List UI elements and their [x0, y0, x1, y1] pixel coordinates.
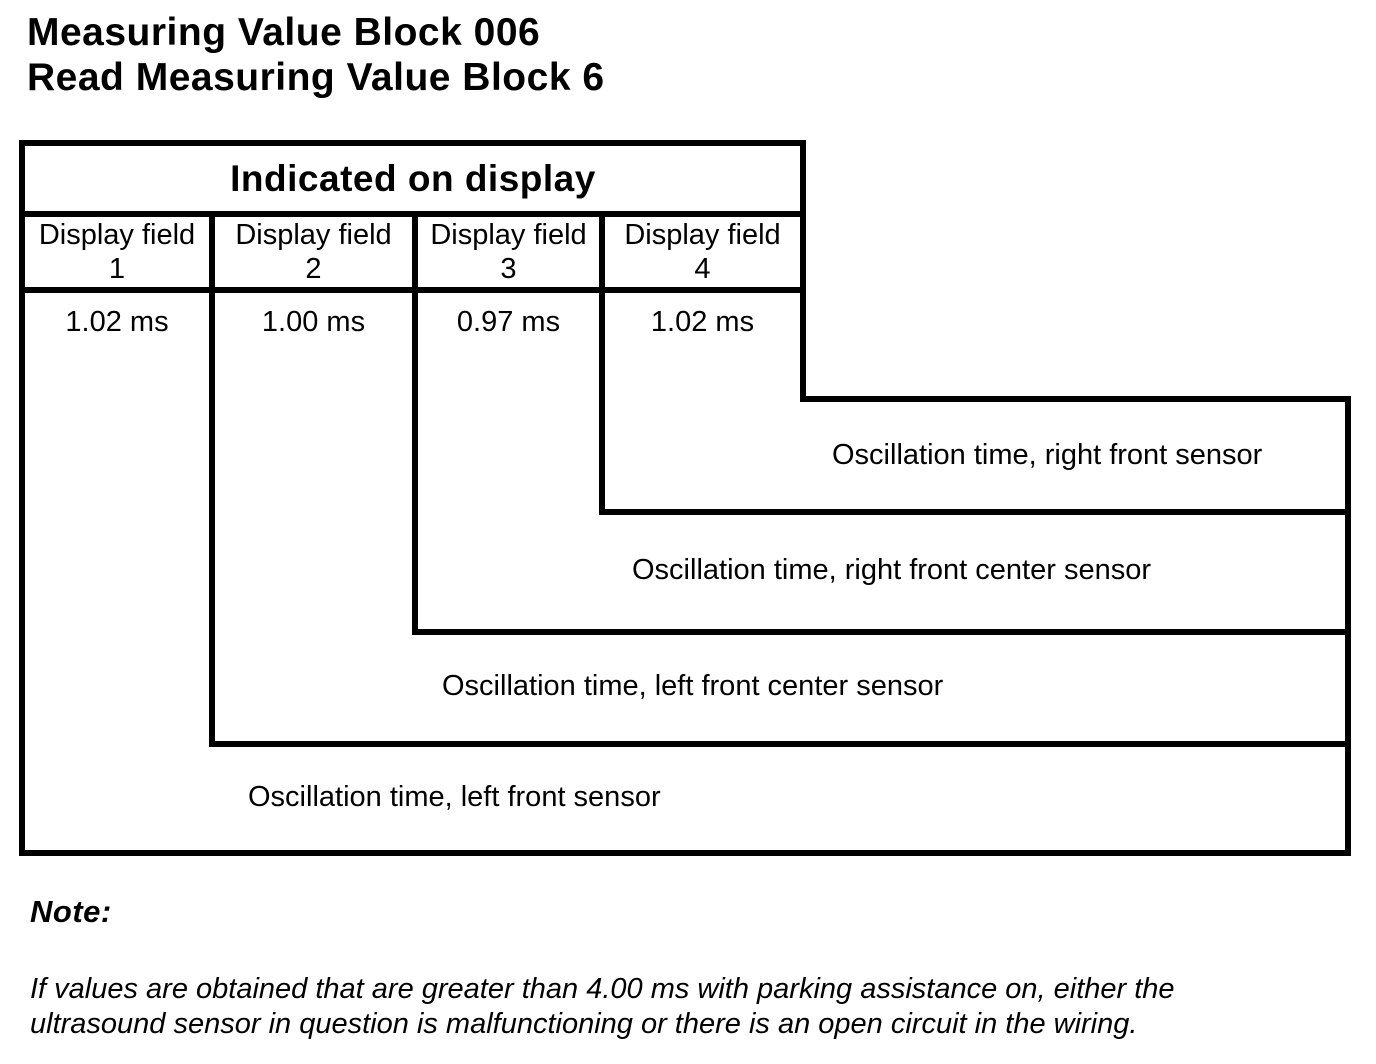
sensor-description-left-front: Oscillation time, left front sensor	[248, 781, 661, 813]
display-field-4-value: 1.02 ms	[650, 305, 755, 338]
column-header-display-field-1: Display field 1	[25, 217, 209, 287]
sensor-description-right-front-center: Oscillation time, right front center sen…	[632, 554, 1151, 586]
column-header-display-field-3: Display field 3	[418, 217, 599, 287]
grid-line-left-edge	[19, 140, 25, 856]
column-header-number: 2	[305, 253, 322, 285]
grid-line-band3-top	[412, 629, 1351, 635]
grid-line-table-top	[19, 140, 806, 146]
display-field-2-value: 1.00 ms	[261, 305, 366, 338]
grid-line-band1-top	[800, 396, 1351, 402]
grid-line-right-edge	[1345, 396, 1351, 856]
sensor-description-left-front-center: Oscillation time, left front center sens…	[442, 670, 944, 702]
column-header-display-field-4: Display field 4	[605, 217, 800, 287]
grid-line-band2-top	[599, 509, 1351, 515]
grid-line-divider-2	[412, 211, 418, 635]
column-header-label: Display field	[235, 219, 392, 251]
column-header-number: 4	[694, 253, 711, 285]
grid-line-divider-1	[209, 211, 215, 747]
note-heading: Note:	[30, 894, 112, 929]
sensor-description-right-front: Oscillation time, right front sensor	[832, 439, 1263, 471]
display-field-3-value: 0.97 ms	[456, 305, 561, 338]
note-body-line1: If values are obtained that are greater …	[30, 973, 1175, 1005]
grid-line-table-right	[800, 140, 806, 402]
column-header-display-field-2: Display field 2	[215, 217, 412, 287]
column-header-number: 1	[108, 253, 126, 285]
table-header: Indicated on display	[230, 157, 596, 199]
column-header-number: 3	[500, 253, 517, 285]
column-header-label: Display field	[38, 219, 196, 251]
page-title-line1: Measuring Value Block 006	[27, 11, 541, 54]
page-title-line2: Read Measuring Value Block 6	[27, 56, 605, 99]
grid-line-band4-top	[209, 741, 1351, 747]
note-body-line2: ultrasound sensor in question is malfunc…	[30, 1008, 1138, 1040]
note-body: If values are obtained that are greater …	[30, 972, 1175, 1042]
grid-line-bottom	[19, 850, 1351, 856]
column-header-label: Display field	[430, 219, 587, 251]
display-field-1-value: 1.02 ms	[65, 305, 169, 338]
column-header-label: Display field	[624, 219, 781, 251]
grid-line-divider-3	[599, 211, 605, 515]
